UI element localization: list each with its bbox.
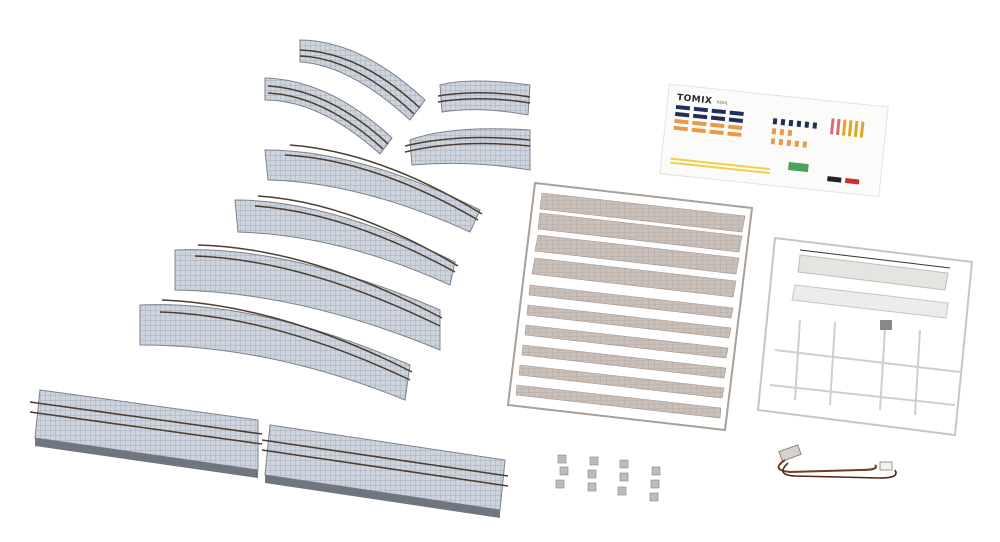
curved-track bbox=[174, 244, 443, 351]
joiner-group bbox=[617, 459, 629, 496]
rail-joiners bbox=[555, 454, 661, 502]
curved-track bbox=[234, 195, 459, 286]
product-code: 91001 bbox=[716, 99, 728, 105]
curved-track bbox=[139, 299, 413, 401]
curved-track bbox=[404, 128, 531, 171]
joiner-group bbox=[587, 456, 599, 492]
station-sprue-right bbox=[756, 236, 974, 437]
curved-track bbox=[299, 39, 426, 121]
joiner-group bbox=[555, 454, 569, 489]
curved-track bbox=[264, 144, 483, 233]
decal-sheet: TOMIX 91001 bbox=[659, 83, 889, 198]
curved-track bbox=[437, 80, 531, 116]
straight-track bbox=[29, 389, 263, 478]
platform-sprue-left bbox=[506, 181, 754, 432]
curved-track-group bbox=[139, 39, 531, 401]
straight-track bbox=[261, 424, 509, 518]
power-cable bbox=[777, 444, 897, 479]
curved-track bbox=[264, 77, 393, 155]
brand-label: TOMIX bbox=[676, 93, 712, 107]
joiner-group bbox=[649, 466, 661, 502]
